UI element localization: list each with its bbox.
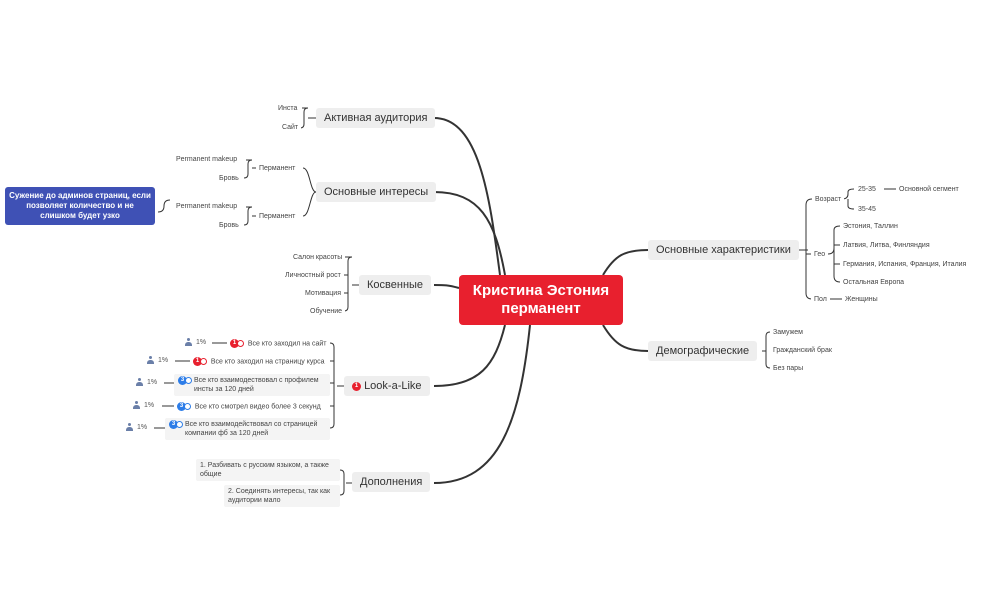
topic-civil-marriage[interactable]: Гражданский брак — [770, 345, 835, 357]
topic-geo-baltics[interactable]: Латвия, Литва, Финляндия — [840, 240, 933, 252]
lookalike-item[interactable]: 1 Все кто заходил на страницу курса — [190, 356, 328, 369]
topic-geo[interactable]: Гео — [811, 249, 829, 261]
topic-sex[interactable]: Пол — [811, 294, 830, 306]
priority-badge: 1 — [193, 357, 202, 366]
topic-permanent-2[interactable]: Перманент — [256, 211, 299, 223]
branch-active-audience[interactable]: Активная аудитория — [316, 108, 436, 128]
flag-icon — [176, 421, 183, 428]
topic-geo-rest-europe[interactable]: Остальная Европа — [840, 277, 908, 289]
topic-single[interactable]: Без пары — [770, 363, 807, 375]
topic-insta[interactable]: Инста — [275, 103, 301, 115]
lookalike-percent: 1% — [133, 401, 154, 411]
topic-education[interactable]: Обучение — [307, 306, 346, 318]
percent-label: 1% — [196, 339, 207, 346]
lookalike-item-label: Все кто взаимодействовал со страницей ко… — [184, 421, 318, 437]
person-icon — [185, 338, 192, 347]
priority-badge: 3 — [169, 420, 178, 429]
lookalike-item-badges: 3 — [178, 376, 192, 385]
percent-label: 1% — [158, 357, 169, 364]
topic-permanent-makeup-2[interactable]: Permanent makeup — [173, 201, 241, 213]
lookalike-item-label: Все кто заходил на сайт — [247, 340, 327, 348]
topic-main-segment[interactable]: Основной сегмент — [896, 184, 962, 196]
person-icon — [136, 378, 143, 387]
lookalike-percent: 1% — [185, 338, 206, 348]
priority-1-badge: 1 — [352, 381, 361, 391]
branch-lookalike-label: Look-a-Like — [364, 380, 422, 392]
lookalike-percent: 1% — [147, 356, 168, 366]
topic-age[interactable]: Возраст — [812, 194, 845, 206]
branch-main-interests[interactable]: Основные интересы — [316, 182, 437, 202]
topic-brow-1[interactable]: Бровь — [216, 173, 242, 185]
topic-geo-western-europe[interactable]: Германия, Испания, Франция, Италия — [840, 259, 970, 271]
person-icon — [147, 356, 154, 365]
topic-permanent-makeup-1[interactable]: Permanent makeup — [173, 154, 241, 166]
lookalike-percent: 1% — [136, 378, 157, 388]
lookalike-percent: 1% — [126, 423, 147, 433]
topic-motivation[interactable]: Мотивация — [302, 288, 345, 300]
branch-main-characteristics[interactable]: Основные характеристики — [648, 240, 799, 260]
lookalike-item[interactable]: 3 Все кто взаимодествовал с профилем инс… — [174, 374, 330, 396]
priority-badge: 1 — [230, 339, 239, 348]
percent-label: 1% — [144, 402, 155, 409]
topic-brow-2[interactable]: Бровь — [216, 220, 242, 232]
topic-age-25-35[interactable]: 25-35 — [855, 184, 879, 196]
lookalike-item[interactable]: 3 Все кто смотрел видео более 3 секунд — [174, 401, 324, 414]
flag-icon — [200, 358, 207, 365]
priority-badge: 3 — [178, 376, 187, 385]
flag-icon — [184, 403, 191, 410]
topic-women[interactable]: Женщины — [842, 294, 881, 306]
branch-demographic[interactable]: Демографические — [648, 341, 758, 361]
branch-additions[interactable]: Дополнения — [352, 472, 431, 492]
person-icon — [133, 401, 140, 410]
central-topic[interactable]: Кристина Эстония перманент — [459, 275, 623, 325]
lookalike-item-badges: 3 — [169, 420, 183, 429]
flag-icon — [237, 340, 244, 347]
percent-label: 1% — [147, 379, 158, 386]
branch-indirect[interactable]: Косвенные — [359, 275, 432, 295]
topic-geo-estonia[interactable]: Эстония, Таллин — [840, 221, 901, 233]
lookalike-item-label: Все кто заходил на страницу курса — [210, 358, 325, 366]
percent-label: 1% — [137, 424, 148, 431]
lookalike-item[interactable]: 3 Все кто взаимодействовал со страницей … — [165, 418, 330, 440]
addition-item-2[interactable]: 2. Соединять интересы, так как аудитории… — [224, 485, 340, 507]
branch-lookalike[interactable]: 1 Look-a-Like — [344, 376, 430, 396]
admin-narrowing-note[interactable]: Сужение до админов страниц, если позволя… — [5, 187, 155, 225]
priority-badge: 3 — [177, 402, 186, 411]
topic-personal-growth[interactable]: Личностный рост — [282, 270, 344, 282]
lookalike-item-label: Все кто взаимодествовал с профилем инсты… — [193, 377, 319, 393]
lookalike-item-label: Все кто смотрел видео более 3 секунд — [194, 403, 321, 411]
lookalike-item[interactable]: 1 Все кто заходил на сайт — [227, 338, 330, 351]
topic-married[interactable]: Замужем — [770, 327, 806, 339]
topic-beauty-salon[interactable]: Салон красоты — [290, 252, 346, 264]
flag-icon — [185, 377, 192, 384]
addition-item-1[interactable]: 1. Разбивать с русским языком, а также о… — [196, 459, 340, 481]
topic-site[interactable]: Сайт — [279, 122, 302, 134]
topic-permanent-1[interactable]: Перманент — [256, 163, 299, 175]
topic-age-35-45[interactable]: 35-45 — [855, 204, 879, 216]
person-icon — [126, 423, 133, 432]
